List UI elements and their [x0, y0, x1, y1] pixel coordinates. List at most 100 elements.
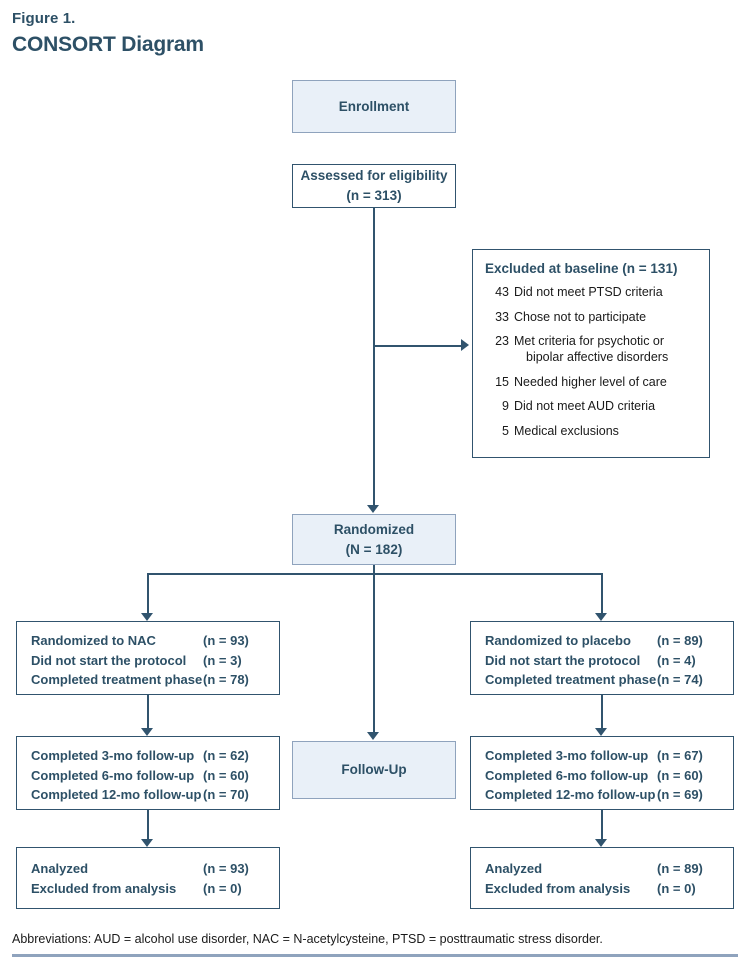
table-row: Completed 6-mo follow-up (n = 60) [485, 766, 721, 786]
stage-label-follow-up: Follow-Up [341, 762, 407, 778]
connector-randomized-stem [373, 565, 375, 574]
footnote-divider [12, 954, 738, 957]
excluded-item-count: 9 [502, 399, 509, 414]
table-row: Completed 3-mo follow-up (n = 62) [31, 746, 267, 766]
excluded-item-count: 5 [502, 423, 509, 438]
table-row: Did not start the protocol (n = 3) [31, 651, 267, 671]
excluded-item-text: Needed higher level of care [514, 374, 667, 389]
box-placebo-followup: Completed 3-mo follow-up (n = 67) Comple… [470, 736, 734, 810]
row-value: (n = 78) [203, 672, 249, 687]
box-excluded-at-baseline: Excluded at baseline (n = 131) 43 Did no… [472, 249, 710, 458]
excluded-item: 43 Did not meet PTSD criteria [485, 285, 699, 301]
assessed-count: (n = 313) [346, 188, 402, 203]
table-row: Completed treatment phase (n = 78) [31, 670, 267, 690]
arrow-into-nac-analysis [141, 839, 153, 847]
table-row: Completed 3-mo follow-up (n = 67) [485, 746, 721, 766]
row-value: (n = 0) [203, 880, 242, 896]
arrow-into-nac-followup [141, 728, 153, 736]
connector-assessed-to-randomized [373, 208, 375, 505]
row-value: (n = 74) [657, 672, 703, 687]
excluded-item-text: Did not meet AUD criteria [514, 399, 656, 414]
connector-to-nac-arm [147, 573, 149, 613]
connector-to-excluded [373, 345, 461, 347]
arrow-into-nac-allocation [141, 613, 153, 621]
excluded-item: 23 Met criteria for psychotic or bipolar… [485, 334, 699, 365]
table-row: Excluded from analysis (n = 0) [485, 879, 721, 899]
excluded-item-count: 15 [495, 374, 509, 389]
box-nac-allocation: Randomized to NAC (n = 93) Did not start… [16, 621, 280, 695]
row-value: (n = 69) [657, 787, 703, 802]
row-label: Analyzed [31, 861, 89, 876]
arrow-into-placebo-allocation [595, 613, 607, 621]
row-label: Did not start the protocol [485, 652, 641, 668]
table-row: Completed treatment phase (n = 74) [485, 670, 721, 690]
table-row: Completed 12-mo follow-up (n = 69) [485, 785, 721, 805]
randomized-count: (N = 182) [345, 541, 403, 557]
row-value: (n = 89) [657, 633, 703, 648]
row-label: Completed 12-mo follow-up [31, 787, 202, 802]
row-label: Randomized to placebo [485, 633, 631, 648]
row-label: Randomized to NAC [31, 633, 156, 648]
row-value: (n = 70) [203, 787, 249, 802]
row-label: Did not start the protocol [31, 652, 187, 668]
excluded-item: 33 Chose not to participate [485, 310, 699, 326]
figure-label: Figure 1. [12, 10, 76, 27]
connector-to-followup-stage [373, 573, 375, 732]
footnote-abbreviations: Abbreviations: AUD = alcohol use disorde… [12, 932, 603, 946]
table-row: Completed 12-mo follow-up (n = 70) [31, 785, 267, 805]
excluded-item-count: 23 [495, 334, 509, 349]
excluded-item-text: Medical exclusions [514, 423, 619, 438]
connector-to-placebo-arm [601, 573, 603, 613]
row-value: (n = 0) [657, 880, 696, 896]
row-label: Completed 6-mo follow-up [31, 767, 195, 783]
box-placebo-analysis: Analyzed (n = 89) Excluded from analysis… [470, 847, 734, 909]
excluded-item: 15 Needed higher level of care [485, 375, 699, 391]
table-row: Analyzed (n = 89) [485, 859, 721, 879]
table-row: Did not start the protocol (n = 4) [485, 651, 721, 671]
row-value: (n = 93) [203, 861, 249, 876]
row-label: Excluded from analysis [31, 880, 177, 896]
table-row: Completed 6-mo follow-up (n = 60) [31, 766, 267, 786]
excluded-item-text-cont: bipolar affective disorders [526, 349, 669, 364]
box-assessed-for-eligibility: Assessed for eligibility (n = 313) [292, 164, 456, 208]
table-row: Randomized to NAC (n = 93) [31, 631, 267, 651]
box-nac-analysis: Analyzed (n = 93) Excluded from analysis… [16, 847, 280, 909]
excluded-item: 9 Did not meet AUD criteria [485, 399, 699, 415]
row-value: (n = 62) [203, 748, 249, 763]
stage-box-follow-up: Follow-Up [292, 741, 456, 799]
box-nac-followup: Completed 3-mo follow-up (n = 62) Comple… [16, 736, 280, 810]
table-row: Randomized to placebo (n = 89) [485, 631, 721, 651]
excluded-item-text: Met criteria for psychotic or [514, 334, 665, 349]
box-placebo-allocation: Randomized to placebo (n = 89) Did not s… [470, 621, 734, 695]
excluded-item-text: Did not meet PTSD criteria [514, 285, 663, 299]
box-randomized: Randomized (N = 182) [292, 514, 456, 565]
connector-nac-alloc-to-followup [147, 695, 149, 728]
row-label: Completed treatment phase [485, 672, 657, 687]
row-label: Analyzed [485, 861, 543, 876]
row-label: Excluded from analysis [485, 880, 631, 896]
row-value: (n = 3) [203, 652, 242, 668]
row-value: (n = 60) [657, 767, 703, 783]
row-label: Completed 3-mo follow-up [485, 748, 649, 763]
excluded-item-count: 43 [495, 285, 509, 299]
page-title: CONSORT Diagram [12, 33, 204, 56]
row-label: Completed 12-mo follow-up [485, 787, 656, 802]
connector-placebo-alloc-to-followup [601, 695, 603, 728]
excluded-item: 5 Medical exclusions [485, 424, 699, 440]
assessed-label: Assessed for eligibility [300, 168, 448, 184]
row-value: (n = 4) [657, 652, 696, 668]
arrow-into-randomized [367, 505, 379, 513]
arrow-into-excluded [461, 338, 469, 351]
stage-box-enrollment: Enrollment [292, 80, 456, 133]
table-row: Excluded from analysis (n = 0) [31, 879, 267, 899]
row-label: Completed 6-mo follow-up [485, 767, 649, 783]
row-label: Completed 3-mo follow-up [31, 748, 195, 763]
row-value: (n = 93) [203, 633, 249, 648]
arrow-into-placebo-analysis [595, 839, 607, 847]
row-value: (n = 60) [203, 767, 249, 783]
arrow-into-followup-stage [367, 732, 379, 740]
row-value: (n = 89) [657, 861, 703, 876]
stage-label-enrollment: Enrollment [338, 98, 410, 114]
row-value: (n = 67) [657, 748, 703, 763]
